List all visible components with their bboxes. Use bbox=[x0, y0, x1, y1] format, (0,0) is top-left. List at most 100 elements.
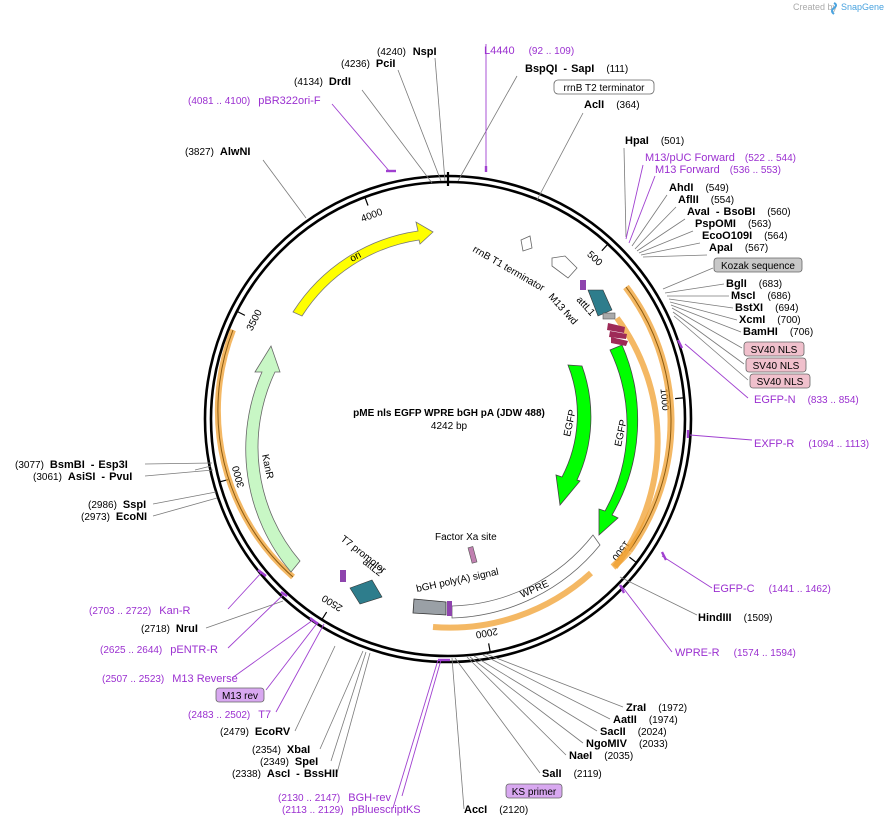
primer-range-m13-puc-forward: (522 .. 544) bbox=[745, 153, 796, 164]
site-leader-line bbox=[664, 283, 725, 294]
tick-mark bbox=[364, 197, 369, 206]
site-pos-apai: (567) bbox=[745, 243, 768, 254]
site-pos-sacii: (2024) bbox=[638, 727, 667, 738]
primer-leader-line bbox=[684, 343, 749, 399]
site-pos-hindiii: (1509) bbox=[744, 613, 773, 624]
primer-range-m13-forward: (536 .. 553) bbox=[730, 165, 781, 176]
site-sapi: SapI bbox=[571, 63, 594, 75]
feature-label-t7: T7 promoter bbox=[338, 534, 388, 577]
feature-factor-xa[interactable]: Factor Xa site bbox=[435, 532, 497, 564]
primer-leader-line bbox=[392, 659, 439, 809]
site-leader-line bbox=[671, 307, 743, 349]
primer-egfp-n: EGFP-N bbox=[754, 394, 796, 406]
primer-m13-reverse: M13 Reverse bbox=[172, 673, 237, 685]
label-kozak[interactable]: Kozak sequence bbox=[713, 257, 803, 273]
primer-range-wpre-r: (1574 .. 1594) bbox=[734, 648, 796, 659]
tick-mark bbox=[488, 643, 491, 652]
site-pos-naei: (2035) bbox=[604, 751, 633, 762]
snapgene-logo-icon bbox=[831, 2, 837, 15]
site-pos-sali: (2119) bbox=[574, 769, 602, 780]
primer-leader-line bbox=[331, 103, 391, 173]
feature-ori[interactable]: ori bbox=[292, 221, 434, 317]
primer-leader-line bbox=[661, 555, 713, 589]
label-ks-primer[interactable]: KS primer bbox=[505, 783, 563, 799]
svg-text:HindIII(1509): HindIII(1509) bbox=[698, 612, 773, 624]
label-rrnb-t2[interactable]: rrnB T2 terminator bbox=[553, 79, 655, 95]
site-aatii: AatII bbox=[613, 714, 637, 726]
site-leader-line bbox=[673, 315, 749, 381]
primer-binding-mark bbox=[309, 617, 319, 625]
site-pos-alwni: (3827) bbox=[185, 147, 214, 158]
site-pos-ngomiv: (2033) bbox=[639, 739, 668, 750]
site-spei: SpeI bbox=[295, 756, 318, 768]
svg-text:ZraI(1972): ZraI(1972) bbox=[626, 702, 687, 714]
primer-m13-puc-forward: M13/pUC Forward bbox=[645, 152, 735, 164]
label-sv40-nls-3[interactable]: SV40 NLS bbox=[749, 373, 811, 389]
site-leader-line bbox=[473, 655, 598, 732]
svg-text:(2625 .. 2644)pENTR-R: (2625 .. 2644)pENTR-R bbox=[100, 644, 218, 656]
feature-egfp-outer[interactable]: EGFP bbox=[598, 344, 639, 536]
site-leader-line bbox=[144, 469, 214, 477]
feature-attl2[interactable]: attL2 T7 promoter bbox=[338, 534, 388, 605]
feature-label-kanr: KanR bbox=[259, 453, 275, 480]
primer-range-pbr322ori: (4081 .. 4100) bbox=[188, 96, 250, 107]
site-leader-line bbox=[454, 657, 541, 774]
label-sv40-nls-2[interactable]: SV40 NLS bbox=[745, 357, 807, 373]
site-leader-line bbox=[330, 651, 367, 762]
site-pspomi: PspOMI bbox=[695, 218, 736, 230]
site-zrai: ZraI bbox=[626, 702, 646, 714]
svg-text:M13/pUC Forward(522 .. 544): M13/pUC Forward (522 .. 544) bbox=[645, 152, 796, 164]
site-bsobi: BsoBI bbox=[724, 206, 756, 218]
svg-text:XcmI(700): XcmI(700) bbox=[739, 314, 801, 326]
label-sv40-nls-1[interactable]: SV40 NLS bbox=[743, 341, 805, 357]
site-leader-line bbox=[662, 267, 714, 290]
site-leader-line bbox=[205, 600, 284, 629]
site-leader-line bbox=[634, 206, 677, 250]
svg-text:(3077)BsmBI-Esp3I: (3077)BsmBI-Esp3I bbox=[15, 459, 128, 471]
svg-text:M13 Forward(536 .. 553): M13 Forward (536 .. 553) bbox=[655, 164, 781, 176]
svg-text:AccI(2120): AccI(2120) bbox=[464, 804, 528, 816]
primer-leader-line bbox=[620, 584, 673, 653]
primer-labels: L4440(92 .. 109) (4081 .. 4100)pBR322ori… bbox=[89, 45, 869, 816]
site-pos-avai: (560) bbox=[767, 207, 790, 218]
site-esp3i: Esp3I bbox=[98, 459, 127, 471]
site-leader-line bbox=[336, 652, 371, 774]
site-leader-line bbox=[466, 656, 567, 756]
site-bspqi: BspQI bbox=[525, 63, 557, 75]
primer-pbluescriptks: pBluescriptKS bbox=[352, 804, 421, 816]
primer-leader-line bbox=[401, 659, 442, 797]
site-leader-line bbox=[669, 301, 738, 321]
site-econi: EcoNI bbox=[116, 511, 147, 523]
svg-text:Kozak sequence: Kozak sequence bbox=[721, 261, 795, 272]
tick-mark bbox=[321, 611, 328, 620]
feature-attl1[interactable]: attL1 M13 fwd bbox=[546, 280, 613, 327]
site-pos-xbai: (2354) bbox=[252, 745, 281, 756]
site-pos-asci: (2338) bbox=[232, 769, 261, 780]
tick-label: 3500 bbox=[245, 308, 265, 333]
site-leader-line bbox=[638, 230, 694, 254]
feature-kanr[interactable]: KanR bbox=[245, 345, 301, 573]
svg-text:SalI(2119): SalI(2119) bbox=[542, 768, 602, 780]
site-leader-line bbox=[361, 89, 433, 184]
site-leader-line bbox=[469, 656, 584, 744]
primer-m13-forward: M13 Forward bbox=[655, 164, 720, 176]
label-m13-rev[interactable]: M13 rev bbox=[215, 687, 265, 703]
primer-range-kan-r: (2703 .. 2722) bbox=[89, 606, 151, 617]
feature-rrnb-t1[interactable]: rrnB T1 terminator bbox=[471, 235, 578, 294]
site-pos-acci: (2120) bbox=[499, 805, 528, 816]
site-nspi: NspI bbox=[413, 46, 437, 58]
svg-text:BstXI(694): BstXI(694) bbox=[735, 302, 798, 314]
site-leader-line bbox=[636, 218, 686, 252]
svg-text:(4240) NspI: (4240) NspI bbox=[377, 46, 437, 58]
site-alwni: AlwNI bbox=[220, 146, 251, 158]
primer-t7: T7 bbox=[258, 709, 271, 721]
primer-range-m13-reverse: (2507 .. 2523) bbox=[102, 674, 164, 685]
site-leader-line bbox=[152, 497, 218, 517]
site-pos-econi: (2973) bbox=[81, 512, 110, 523]
primer-egfp-c: EGFP-C bbox=[713, 583, 755, 595]
primer-range-egfp-n: (833 .. 854) bbox=[808, 395, 859, 406]
primer-exfp-r: EXFP-R bbox=[754, 438, 794, 450]
primer-leader-line bbox=[628, 175, 656, 244]
feature-egfp-inner[interactable]: EGFP bbox=[555, 364, 592, 506]
brand-name: SnapGene bbox=[841, 2, 884, 12]
